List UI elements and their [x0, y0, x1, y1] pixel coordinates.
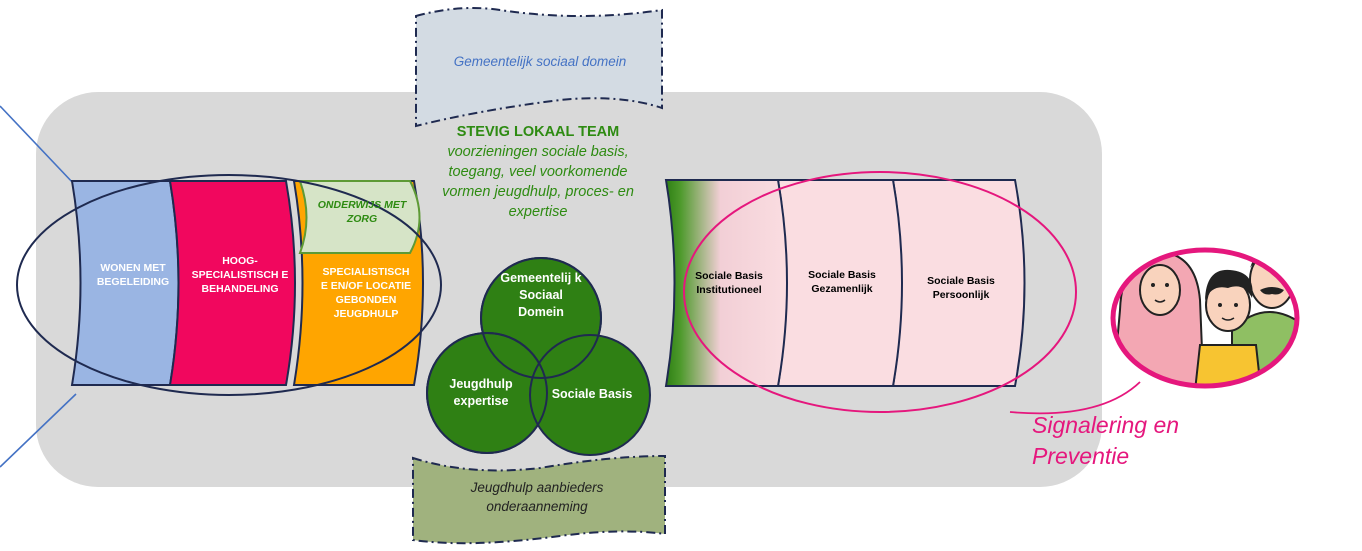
label-persoonlijk: Sociale Basis Persoonlijk: [927, 275, 995, 301]
team-text: STEVIG LOKAAL TEAM voorzieningen sociale…: [440, 122, 636, 222]
right-group-oval: [683, 171, 1077, 413]
venn-label-left: Jeugdhulp expertise: [449, 377, 513, 408]
venn-diagram: [426, 257, 651, 456]
left-group-oval: [16, 174, 442, 396]
bottom-banner-label: Jeugdhulp aanbieders onderaanneming: [470, 480, 604, 514]
venn-outline-top: [480, 257, 602, 379]
venn-label-top: Gemeentelij k Sociaal Domein: [500, 271, 582, 319]
illustration-frame: [1110, 247, 1300, 389]
venn-circle-right: [529, 334, 651, 456]
venn-outline-left: [426, 332, 548, 454]
label-hoog: HOOG-SPECIALISTISCH E BEHANDELING: [191, 255, 289, 295]
connector-line-lower: [0, 393, 77, 468]
team-subtitle: voorzieningen sociale basis, toegang, ve…: [442, 144, 634, 220]
cylinder-onderwijs: [298, 180, 421, 254]
cylinder-hoog: [168, 180, 296, 386]
team-title: STEVIG LOKAAL TEAM: [456, 124, 620, 140]
label-wonen: WONEN MET BEGELEIDING: [96, 262, 170, 288]
label-gezamenlijk: Sociale Basis Gezamenlijk: [808, 269, 876, 295]
venn-label-right: Sociale Basis: [551, 387, 633, 401]
connector-line-upper: [0, 105, 75, 185]
label-institutioneel: Sociale Basis Institutioneel: [695, 270, 763, 296]
family-illustration: [1110, 247, 1300, 389]
pink-connector-curve: [1009, 381, 1141, 415]
top-banner-label: Gemeentelijk sociaal domein: [453, 54, 627, 69]
signalering-label: Signalering en Preventie: [1032, 412, 1180, 469]
label-onderwijs: ONDERWIJS MET ZORG: [317, 199, 407, 225]
bottom-banner-shape: [412, 454, 666, 545]
label-specialistisch: SPECIALISTISCH E EN/OF LOCATIE GEBONDEN …: [320, 266, 412, 320]
top-banner-shape: [415, 7, 663, 128]
